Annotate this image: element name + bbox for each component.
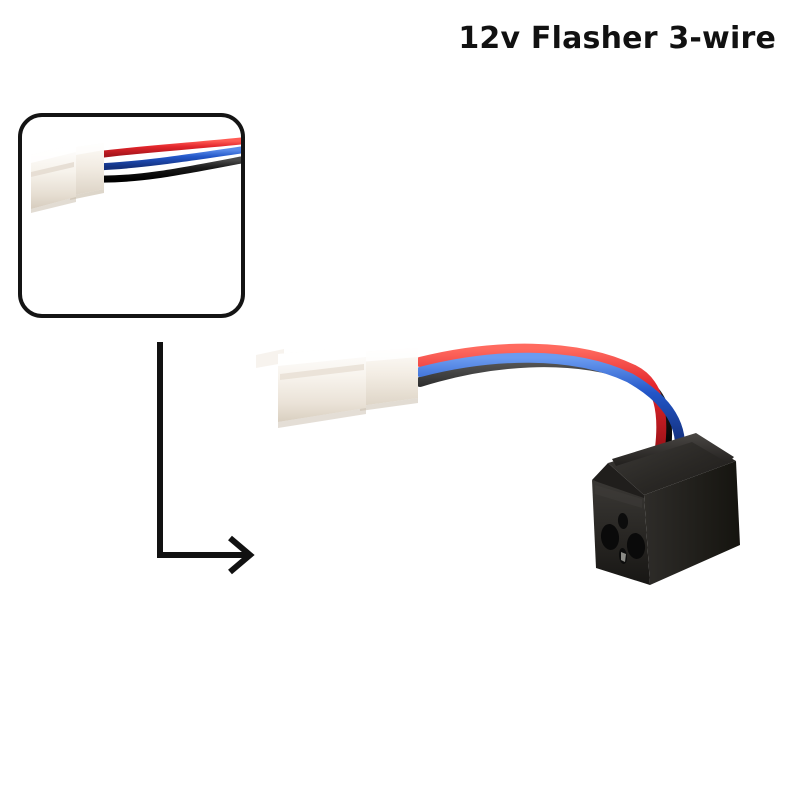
flasher-relay-socket bbox=[592, 433, 740, 585]
connector-latch-tab bbox=[256, 349, 284, 368]
page-title: 12v Flasher 3-wire bbox=[458, 21, 776, 56]
relay-pin-hole-left bbox=[600, 524, 620, 550]
relay-terminal-blade bbox=[621, 552, 626, 562]
blue-wire bbox=[415, 352, 686, 455]
relay-top-face bbox=[608, 437, 736, 495]
connector-plug bbox=[360, 348, 418, 406]
zoom-callout-arrow bbox=[157, 342, 255, 575]
relay-pin-hole-right bbox=[626, 533, 646, 559]
relay-pin-holes bbox=[600, 513, 646, 564]
inset-blue-wire bbox=[92, 146, 241, 171]
connector-body bbox=[278, 346, 366, 422]
relay-side-face bbox=[644, 461, 740, 585]
inset-black-wire bbox=[92, 156, 241, 183]
inset-connector-body bbox=[31, 144, 76, 213]
nylon-connector bbox=[256, 346, 418, 428]
inset-connector-plug bbox=[70, 143, 104, 200]
inset-detail-frame bbox=[18, 113, 245, 318]
wire-bundle bbox=[415, 343, 686, 457]
inset-red-wire bbox=[92, 137, 241, 159]
relay-pin-slot-top bbox=[617, 513, 629, 529]
relay-left-flank bbox=[592, 463, 644, 498]
product-photo bbox=[256, 343, 740, 585]
inset-connector-illustration bbox=[31, 137, 241, 213]
inset-wire-bundle bbox=[92, 137, 241, 183]
relay-top-ridge bbox=[612, 433, 734, 466]
red-wire bbox=[415, 343, 667, 453]
